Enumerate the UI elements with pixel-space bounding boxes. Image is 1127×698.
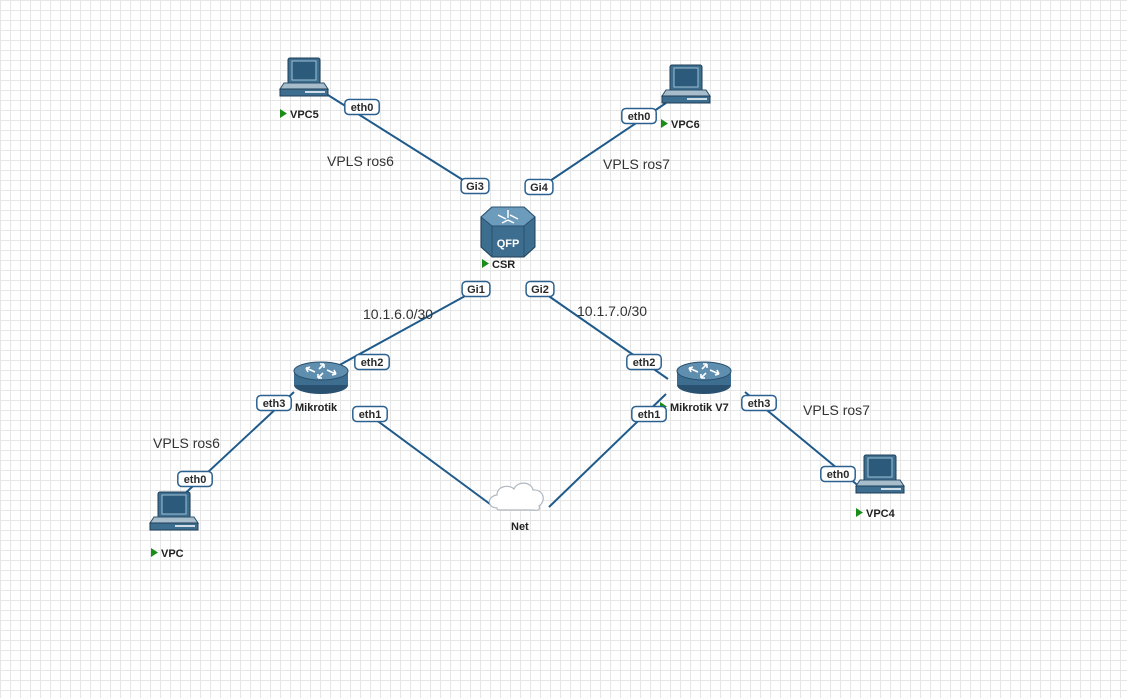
svg-text:eth1: eth1 [638, 409, 661, 421]
running-status-icon [482, 259, 489, 268]
running-status-icon [856, 508, 863, 517]
svg-text:eth3: eth3 [263, 398, 286, 410]
node-vpc6[interactable]: VPC6 [661, 64, 711, 131]
port-label: eth2 [354, 353, 390, 371]
svg-text:eth0: eth0 [351, 102, 374, 114]
node-label: VPC6 [671, 119, 700, 131]
svg-text:eth0: eth0 [827, 469, 850, 481]
links [177, 89, 862, 508]
node-mikrotik-v7[interactable]: Mikrotik V7 [660, 361, 732, 414]
pc-icon [149, 491, 199, 531]
svg-text:eth0: eth0 [628, 111, 651, 123]
port-label: eth0 [621, 107, 657, 125]
svg-text:eth2: eth2 [361, 357, 384, 369]
running-status-icon [280, 109, 287, 118]
node-label: VPC5 [290, 109, 319, 121]
annotation-vpls-ros6-bottom: VPLS ros6 [153, 435, 220, 451]
port-labels: eth0Gi3eth0Gi4Gi1eth2Gi2eth2eth3eth0eth1… [177, 98, 856, 488]
annotation-vpls-ros6-top: VPLS ros6 [327, 153, 394, 169]
svg-text:eth0: eth0 [184, 474, 207, 486]
pc-icon [279, 57, 329, 97]
port-label: eth3 [256, 394, 292, 412]
port-label: Gi4 [524, 178, 554, 196]
svg-text:eth3: eth3 [748, 398, 771, 410]
port-label: eth0 [820, 465, 856, 483]
svg-text:Gi3: Gi3 [466, 181, 484, 193]
node-label: Net [511, 521, 529, 533]
port-label: eth1 [352, 405, 388, 423]
running-status-icon [151, 548, 158, 557]
annotation-vpls-ros7-top: VPLS ros7 [603, 156, 670, 172]
svg-text:Gi1: Gi1 [467, 284, 485, 296]
port-label: eth3 [741, 394, 777, 412]
port-label: Gi2 [525, 280, 555, 298]
node-label: Mikrotik V7 [670, 402, 729, 414]
svg-text:Gi4: Gi4 [530, 182, 549, 194]
node-vpc[interactable]: VPC [149, 491, 199, 560]
running-status-icon [661, 119, 668, 128]
node-net[interactable]: Net [488, 482, 544, 533]
annotation-subnet-right: 10.1.7.0/30 [577, 303, 647, 319]
node-label: VPC [161, 548, 184, 560]
node-vpc4[interactable]: VPC4 [855, 454, 905, 520]
port-label: Gi1 [461, 280, 491, 298]
node-label: VPC4 [866, 508, 896, 520]
node-label: Mikrotik [295, 402, 338, 414]
port-label: eth1 [631, 405, 667, 423]
link-mikrotik-net[interactable] [359, 407, 495, 508]
port-label: eth2 [626, 353, 662, 371]
svg-text:eth1: eth1 [359, 409, 382, 421]
node-csr[interactable]: QFP CSR [480, 206, 536, 271]
svg-text:eth2: eth2 [633, 357, 656, 369]
annotations: VPLS ros6 VPLS ros7 10.1.6.0/30 10.1.7.0… [153, 153, 870, 451]
router-icon [676, 361, 732, 395]
port-label: eth0 [344, 98, 380, 116]
annotation-subnet-left: 10.1.6.0/30 [363, 306, 433, 322]
port-label: Gi3 [460, 177, 490, 195]
router-icon [293, 361, 349, 395]
port-label: eth0 [177, 470, 213, 488]
cloud-icon [488, 482, 544, 511]
annotation-vpls-ros7-bottom: VPLS ros7 [803, 402, 870, 418]
node-label: CSR [492, 259, 515, 271]
node-vpc5[interactable]: VPC5 [279, 57, 329, 121]
pc-icon [855, 454, 905, 494]
qfp-badge: QFP [497, 238, 520, 250]
qfp-router-icon: QFP [480, 206, 536, 258]
pc-icon [661, 64, 711, 104]
svg-text:Gi2: Gi2 [531, 284, 549, 296]
node-mikrotik[interactable]: Mikrotik [285, 361, 349, 414]
